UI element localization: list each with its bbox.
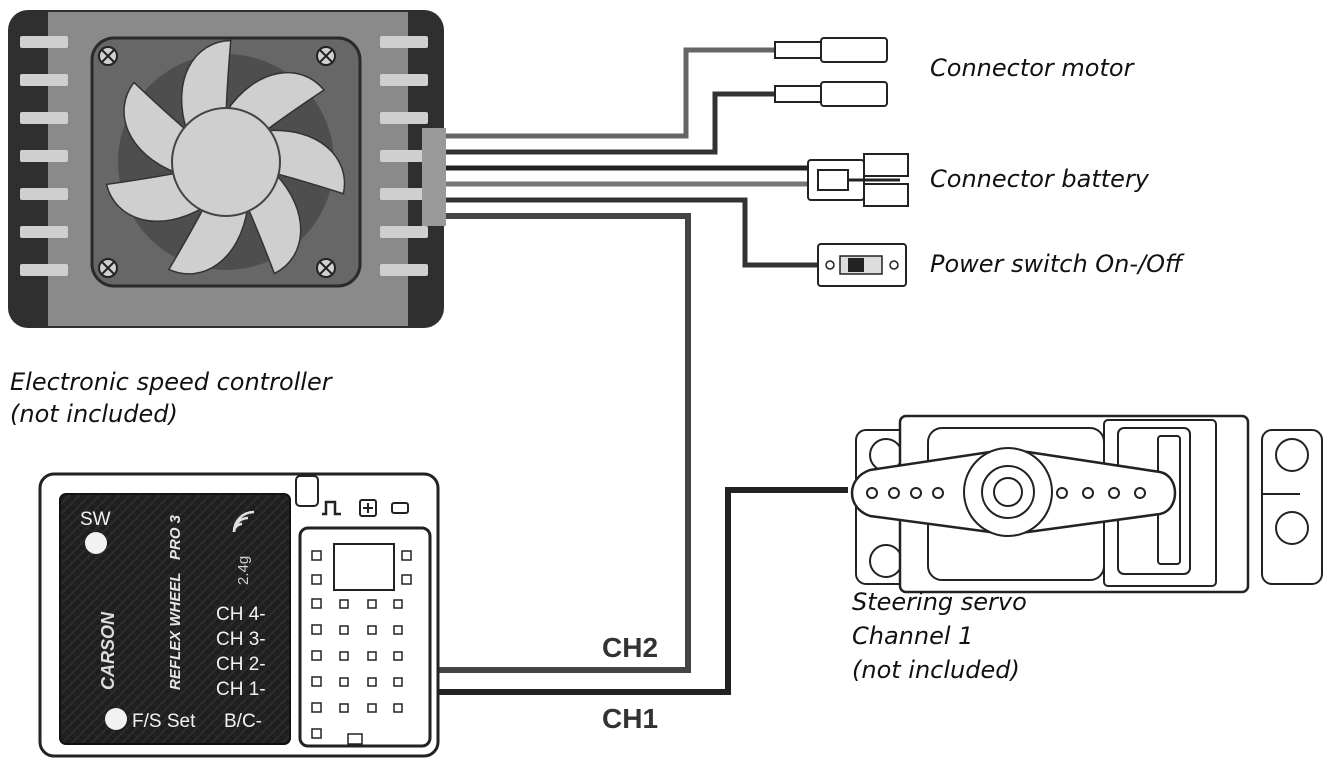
esc-label-line1: Electronic speed controller bbox=[10, 368, 334, 396]
servo-mount-right bbox=[1261, 429, 1323, 585]
minus-icon bbox=[391, 502, 409, 514]
pin bbox=[393, 599, 403, 609]
brand-logo: CARSON bbox=[98, 611, 118, 690]
pin bbox=[367, 599, 377, 609]
receiver-label-panel bbox=[59, 493, 291, 745]
motor-wire-1 bbox=[445, 47, 775, 139]
horn-hole bbox=[932, 487, 944, 499]
pin bbox=[393, 625, 403, 635]
heatsink-fin bbox=[380, 36, 428, 48]
heatsink-fin bbox=[380, 264, 428, 276]
horn-hole bbox=[888, 487, 900, 499]
pin bbox=[401, 574, 412, 585]
pin bbox=[401, 550, 412, 561]
pin bbox=[311, 702, 322, 713]
band-label: 2.4g bbox=[235, 556, 252, 585]
pin bbox=[339, 677, 349, 687]
pin bbox=[393, 651, 403, 661]
pin bbox=[311, 624, 322, 635]
horn-hole bbox=[1056, 487, 1068, 499]
heatsink-fin bbox=[20, 74, 68, 86]
ch2-label: CH2 bbox=[602, 632, 658, 663]
channel-label-ch1: CH 1- bbox=[216, 679, 266, 700]
pin bbox=[311, 728, 322, 739]
heatsink-fin bbox=[20, 112, 68, 124]
pin bbox=[367, 677, 377, 687]
channel-label-ch4: CH 4- bbox=[216, 604, 266, 625]
motor-connectors bbox=[774, 37, 888, 107]
horn-hole bbox=[1134, 487, 1146, 499]
heatsink-fin bbox=[20, 36, 68, 48]
ch1-label: CH1 bbox=[602, 703, 658, 734]
pin bbox=[339, 703, 349, 713]
pin-grid bbox=[311, 550, 412, 745]
power-switch-label: Power switch On-/Off bbox=[930, 250, 1185, 278]
ch2-wire bbox=[398, 213, 691, 673]
heatsink-fin bbox=[380, 112, 428, 124]
esc-cable-exit bbox=[422, 128, 446, 226]
pin bbox=[311, 598, 322, 609]
esc-label-line2: (not included) bbox=[10, 400, 178, 428]
pin bbox=[311, 650, 322, 661]
battery-connector bbox=[807, 153, 909, 207]
heatsink-fin bbox=[20, 226, 68, 238]
channel-label-ch3: CH 3- bbox=[216, 629, 266, 650]
fs-set-button[interactable] bbox=[105, 708, 127, 730]
connector-battery-label: Connector battery bbox=[930, 165, 1150, 193]
switch-wire bbox=[445, 197, 820, 268]
steering-servo bbox=[850, 414, 1323, 594]
connector-motor-label: Connector motor bbox=[930, 54, 1136, 82]
heatsink-fins bbox=[20, 36, 428, 276]
plus-icon bbox=[359, 499, 377, 517]
heatsink-fin bbox=[380, 150, 428, 162]
pin bbox=[311, 574, 322, 585]
receiver-antenna-post bbox=[295, 475, 319, 507]
pin bbox=[367, 625, 377, 635]
pin-latch bbox=[347, 733, 363, 745]
motor-wire-2 bbox=[445, 91, 775, 155]
pin bbox=[367, 651, 377, 661]
horn-hole bbox=[866, 487, 878, 499]
servo-label-line1: Steering servo bbox=[852, 588, 1027, 616]
heatsink-fin bbox=[380, 74, 428, 86]
fan-icon bbox=[105, 39, 346, 275]
power-switch bbox=[817, 243, 907, 287]
servo-label-line2: Channel 1 bbox=[852, 622, 973, 650]
pin bbox=[311, 676, 322, 687]
channel-label-ch2: CH 2- bbox=[216, 654, 266, 675]
sw-button[interactable] bbox=[85, 532, 107, 554]
pin bbox=[393, 703, 403, 713]
wires bbox=[398, 47, 848, 695]
receiver: SW CARSON REFLEX WHEEL PRO 3 2.4g CH 4- … bbox=[38, 472, 440, 758]
channel-label-bc: B/C- bbox=[224, 711, 262, 732]
pulse-signal-icon bbox=[322, 500, 341, 516]
pin-header bbox=[298, 526, 432, 748]
servo-label-line3: (not included) bbox=[852, 656, 1020, 684]
horn-hole bbox=[1108, 487, 1120, 499]
pin bbox=[339, 651, 349, 661]
pin bbox=[339, 625, 349, 635]
ch1-wire bbox=[398, 487, 848, 695]
bind-plug bbox=[333, 543, 395, 591]
servo-horn-holes bbox=[866, 487, 1146, 499]
pin bbox=[339, 599, 349, 609]
heatsink-fin bbox=[20, 264, 68, 276]
heatsink-fin bbox=[380, 188, 428, 200]
pin bbox=[393, 677, 403, 687]
horn-hole bbox=[910, 487, 922, 499]
heatsink-fin bbox=[20, 188, 68, 200]
heatsink-fin bbox=[20, 150, 68, 162]
model-suffix: PRO 3 bbox=[167, 514, 184, 560]
model-name: REFLEX WHEEL bbox=[167, 572, 184, 690]
pin bbox=[367, 703, 377, 713]
fs-set-label: F/S Set bbox=[132, 711, 196, 732]
horn-hole bbox=[1082, 487, 1094, 499]
heatsink-fin bbox=[380, 226, 428, 238]
wifi-signal-icon bbox=[232, 510, 255, 533]
speed-controller bbox=[8, 10, 446, 328]
sw-label: SW bbox=[80, 509, 111, 530]
pin bbox=[311, 550, 322, 561]
